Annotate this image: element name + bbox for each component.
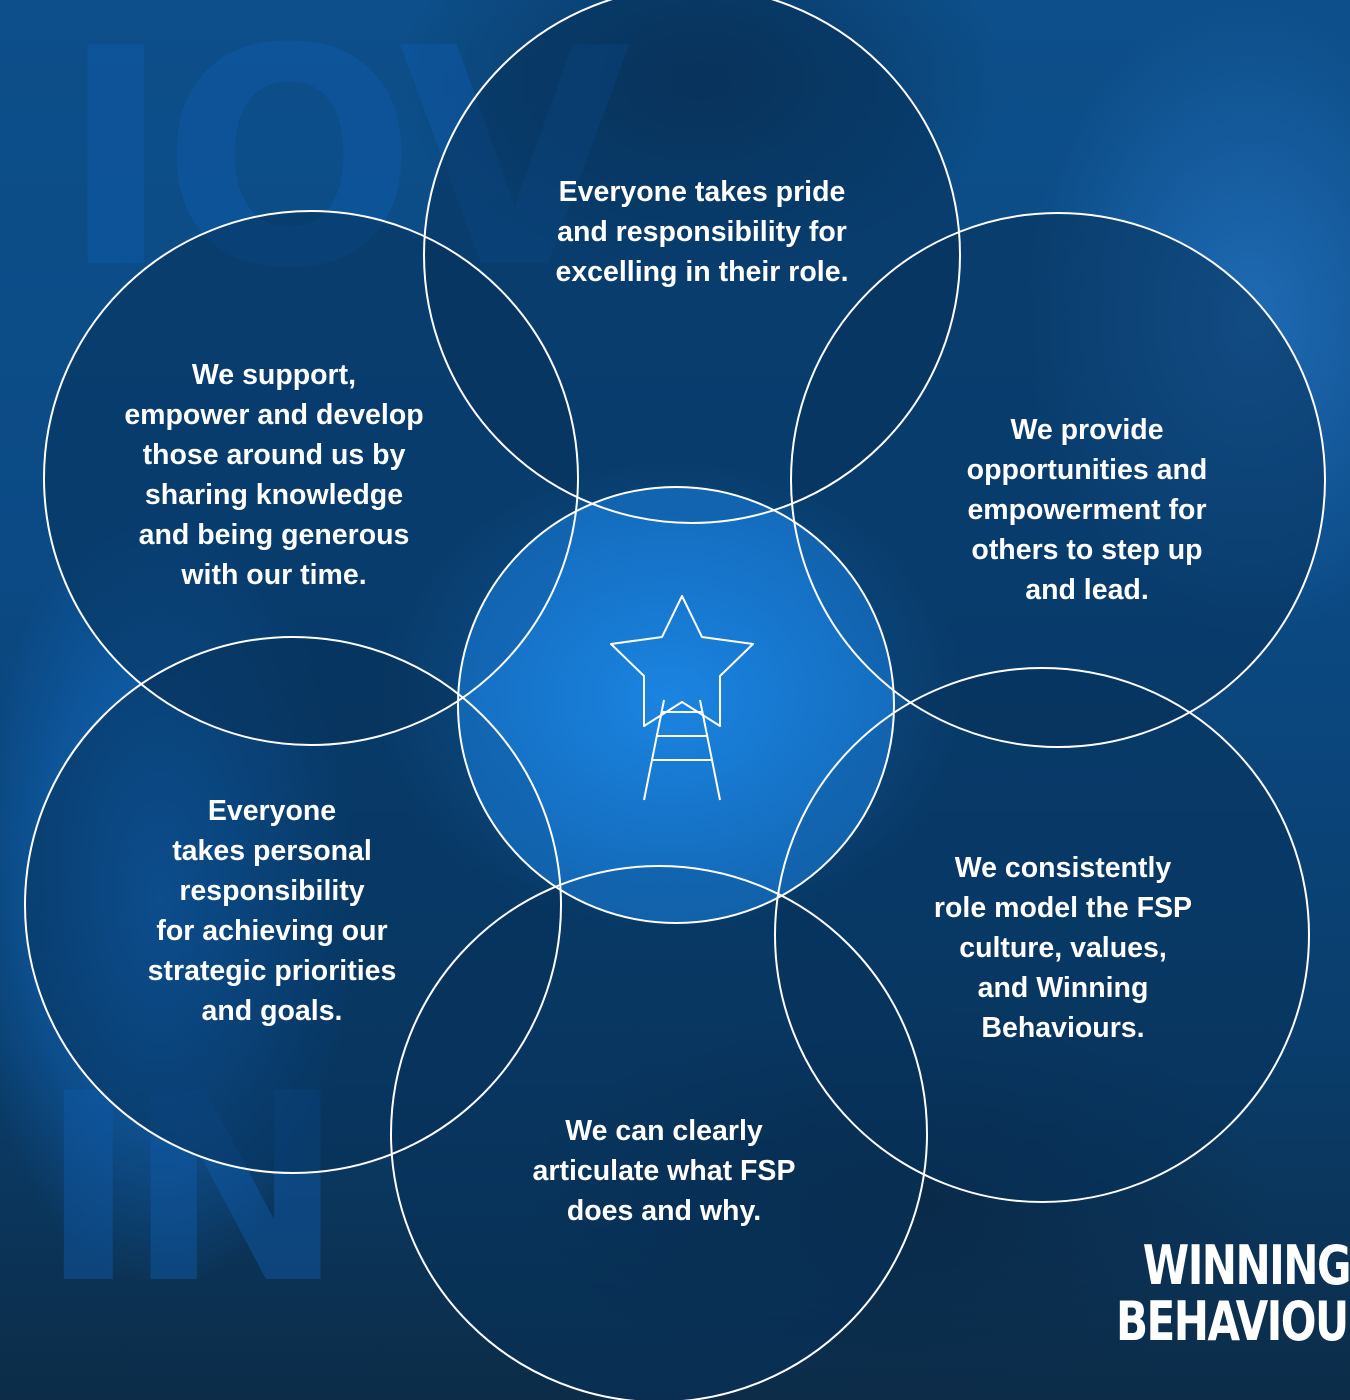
circle-top-text: Everyone takes pride and responsibility … [555,176,849,288]
circle-upper-right [790,212,1326,748]
circle-upper-left-text: We support, empower and develop those ar… [124,359,424,591]
circle-upper-left-fill [44,211,578,745]
brand-line-2: BEHAVIOURS [1116,1290,1350,1353]
circle-lower-left [24,636,562,1174]
circle-lower-right-text: We consistently role model the FSP cultu… [933,852,1193,1044]
circle-bottom [390,865,928,1400]
center-circle [457,486,895,924]
star-ladder-icon [610,595,754,801]
brand-wordmark: WINNING BEHAVIOURS [1116,1238,1350,1350]
circle-bottom-text: We can clearly articulate what FSP does … [532,1115,796,1227]
circle-upper-right-text: We provide opportunities and empowerment… [966,414,1208,606]
circle-top [423,0,961,524]
circle-lower-left-text: Everyone takes personal responsibility f… [147,795,397,1027]
circle-upper-right-fill [791,213,1325,747]
circle-bottom-fill [391,866,927,1400]
circle-upper-left [43,210,579,746]
circle-lower-right [774,667,1310,1203]
brand-line-1: WINNING [1142,1234,1350,1297]
